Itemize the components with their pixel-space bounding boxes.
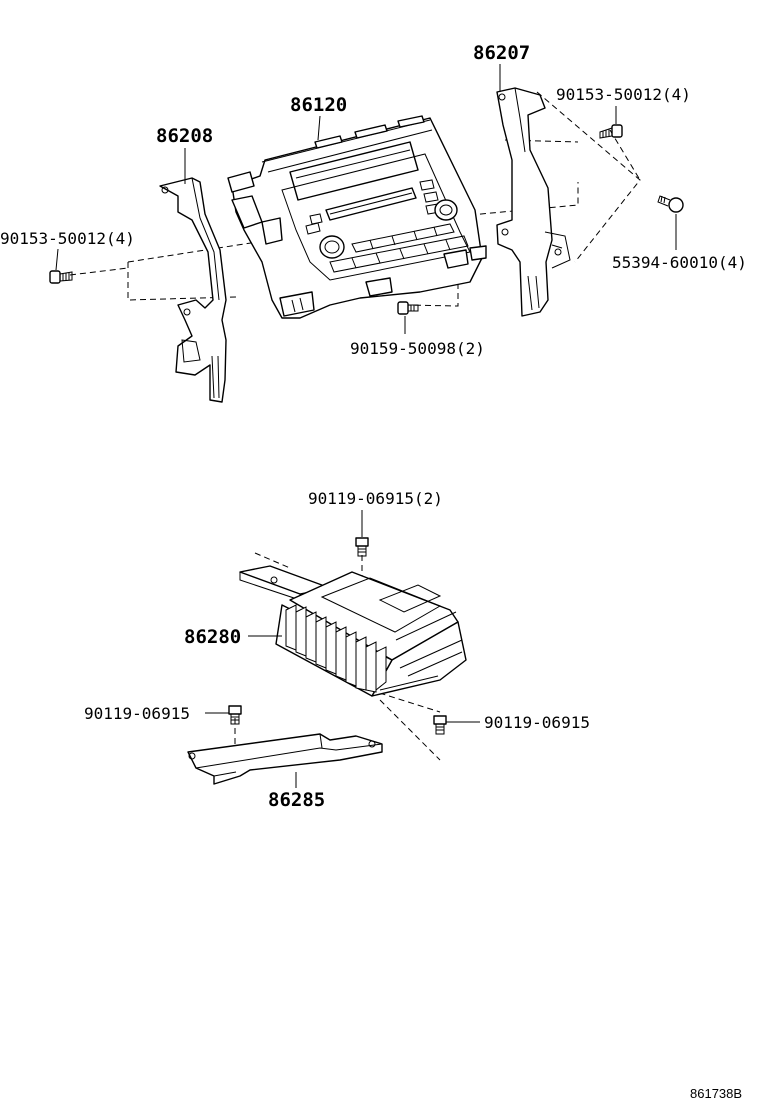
label-86208: 86208 (156, 125, 213, 147)
amplifier-86280[interactable] (239, 565, 467, 697)
diagram-reference-code: 861738B (690, 1086, 742, 1101)
label-90159: 90159-50098(2) (350, 339, 485, 358)
leader-lines-upper (55, 64, 677, 334)
screw-90159[interactable] (397, 301, 419, 315)
label-90153-right: 90153-50012(4) (556, 85, 691, 104)
bracket-86285[interactable] (187, 733, 383, 785)
label-90119-right: 90119-06915 (484, 713, 590, 732)
label-55394: 55394-60010(4) (612, 253, 747, 272)
label-86207: 86207 (473, 42, 530, 64)
screw-90119-right[interactable] (433, 715, 447, 735)
alignment-dashed-lines-upper (69, 91, 641, 307)
screw-90153-right[interactable] (599, 124, 623, 139)
screw-55394[interactable] (657, 195, 684, 213)
label-86285: 86285 (268, 789, 325, 811)
label-86120: 86120 (290, 94, 347, 116)
label-90153-left: 90153-50012(4) (0, 229, 135, 248)
screw-90119-left[interactable] (228, 705, 242, 725)
audio-head-unit-86120[interactable] (227, 115, 487, 319)
bracket-86208[interactable] (159, 177, 227, 403)
bracket-86207[interactable] (496, 87, 571, 317)
label-90119-top: 90119-06915(2) (308, 489, 443, 508)
screw-90119-top[interactable] (355, 537, 369, 557)
leader-lines-lower (205, 510, 480, 788)
screw-90153-left[interactable] (49, 270, 73, 284)
label-90119-left: 90119-06915 (84, 704, 190, 723)
label-86280: 86280 (184, 626, 241, 648)
